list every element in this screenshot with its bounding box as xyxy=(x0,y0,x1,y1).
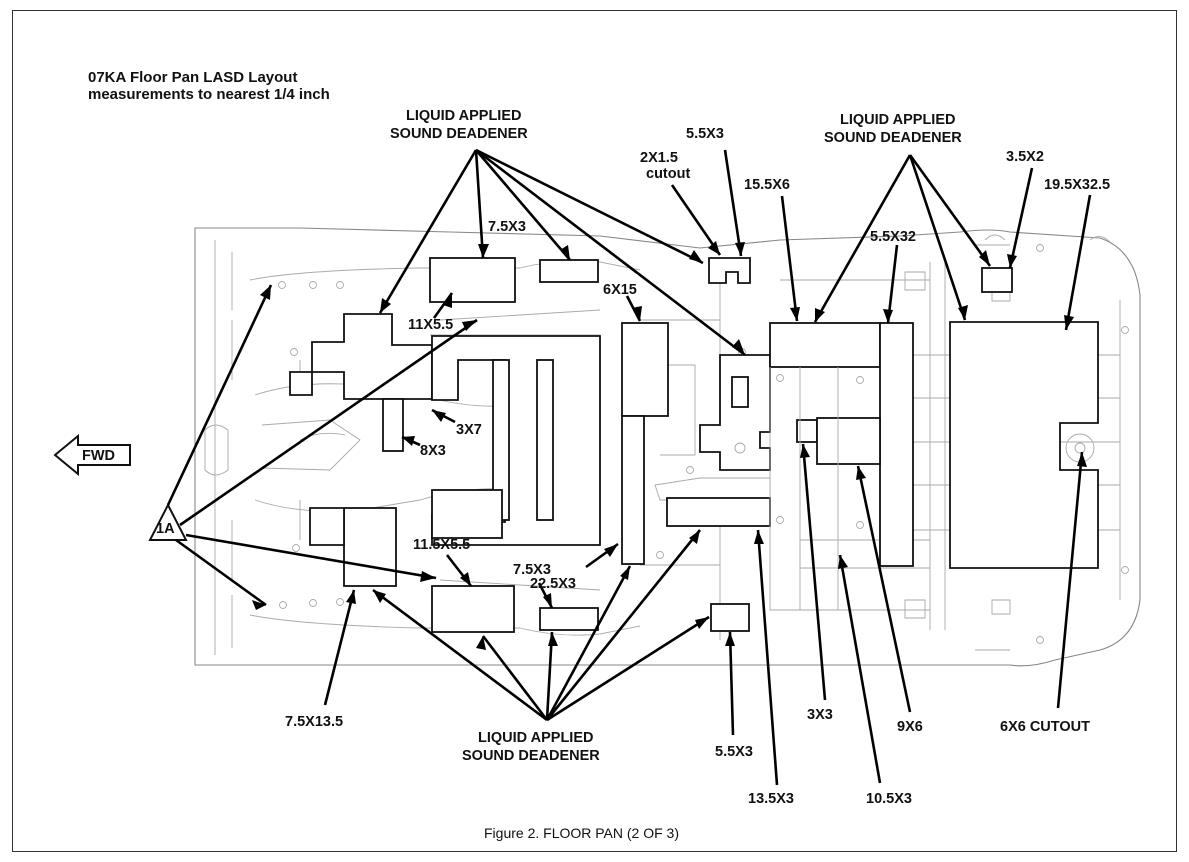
patch-rail-right xyxy=(536,359,554,521)
patch-19-5x32-5 xyxy=(949,321,1099,569)
patch-11x5-5 xyxy=(429,257,516,303)
dim-2x1-5-cutout: cutout xyxy=(646,166,690,182)
patch-lower-left-block xyxy=(431,585,515,633)
dim-3-5x2: 3.5X2 xyxy=(1006,149,1044,165)
dim-8x3: 8X3 xyxy=(420,443,446,459)
callout-1a-label: 1A xyxy=(156,521,175,537)
patch-6x15 xyxy=(621,322,669,417)
arrowheads xyxy=(252,241,1087,650)
fwd-arrow: FWD xyxy=(53,433,131,477)
lasd-top-left-line1: LIQUID APPLIED xyxy=(406,108,521,124)
lasd-top-left-line2: SOUND DEADENER xyxy=(390,126,528,142)
patch-7-5x13-5 xyxy=(343,507,397,587)
dim-10-5x3: 10.5X3 xyxy=(866,791,912,807)
patch-22-5x3 xyxy=(621,415,645,565)
patch-15-5x6 xyxy=(769,322,881,368)
dim-19-5x32-5: 19.5X32.5 xyxy=(1044,177,1110,193)
dim-5-5x3-bottom: 5.5X3 xyxy=(715,744,753,760)
dim-6x6-cutout: 6X6 CUTOUT xyxy=(1000,719,1090,735)
dim-9x6: 9X6 xyxy=(897,719,923,735)
patch-center-seat-cut xyxy=(731,376,749,408)
lasd-patches xyxy=(289,257,1099,633)
patch-7-5x3-top xyxy=(539,259,599,283)
patch-3-5x2 xyxy=(981,267,1013,293)
dim-7-5x3-top: 7.5X3 xyxy=(488,219,526,235)
lasd-top-right-line2: SOUND DEADENER xyxy=(824,130,962,146)
dim-22-5x3: 22.5X3 xyxy=(530,576,576,592)
lasd-bottom-line1: LIQUID APPLIED xyxy=(478,730,593,746)
patch-7-5x3-bottom xyxy=(539,607,599,631)
dim-13-5x3: 13.5X3 xyxy=(748,791,794,807)
dim-5-5x3-top: 5.5X3 xyxy=(686,126,724,142)
lasd-top-right-line1: LIQUID APPLIED xyxy=(840,112,955,128)
diagram-title: 07KA Floor Pan LASD Layout xyxy=(88,69,297,86)
dim-7-5x3-bottom: 7.5X3 xyxy=(513,562,551,578)
dim-2x1-5: 2X1.5 xyxy=(640,150,678,166)
patch-5-5x3-bottom xyxy=(710,603,750,632)
patch-8x3 xyxy=(382,398,404,452)
dim-6x15: 6X15 xyxy=(603,282,637,298)
dim-5-5x32: 5.5X32 xyxy=(870,229,916,245)
patch-5-5x32 xyxy=(879,322,914,567)
patch-2x1-5-cutout xyxy=(708,257,751,284)
patch-left-lower xyxy=(309,507,345,546)
fwd-label: FWD xyxy=(82,448,115,464)
patch-left-stacked xyxy=(289,313,433,400)
dim-3x3: 3X3 xyxy=(807,707,833,723)
dim-7-5x13-5: 7.5X13.5 xyxy=(285,714,343,730)
dim-3x7: 3X7 xyxy=(456,422,482,438)
figure-frame xyxy=(12,10,1177,852)
figure-caption: Figure 2. FLOOR PAN (2 OF 3) xyxy=(484,825,679,841)
lasd-bottom-line2: SOUND DEADENER xyxy=(462,748,600,764)
patch-11-5x5-5 xyxy=(431,489,503,539)
diagram-subtitle: measurements to nearest 1/4 inch xyxy=(88,86,330,103)
dim-15-5x6: 15.5X6 xyxy=(744,177,790,193)
dim-11-5x5-5: 11.5X5.5 xyxy=(413,537,470,553)
patch-9x6 xyxy=(816,417,881,465)
patch-center-seat xyxy=(699,354,771,471)
callout-1a: 1A xyxy=(148,502,188,541)
dim-11x5-5: 11X5.5 xyxy=(408,317,453,333)
patch-13-5x3 xyxy=(666,497,771,527)
